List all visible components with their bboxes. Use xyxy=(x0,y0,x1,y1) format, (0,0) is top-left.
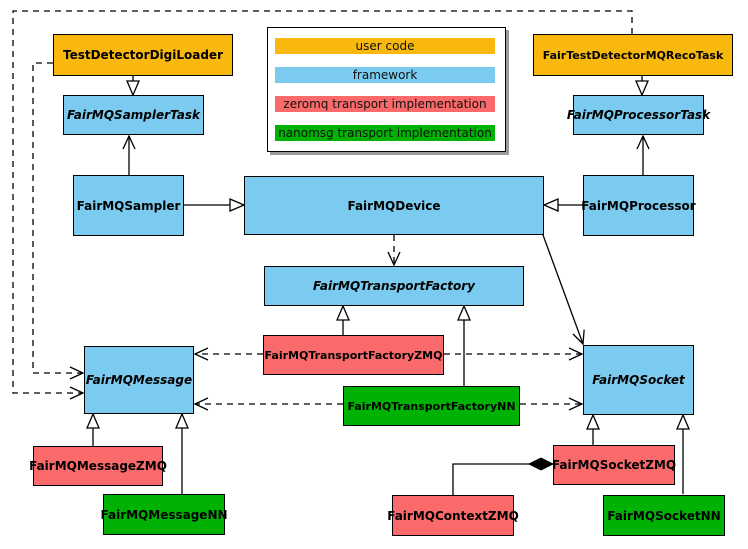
node-fairmqmessagenn: FairMQMessageNN xyxy=(100,494,228,535)
legend-label: zeromq transport implementation xyxy=(283,97,487,111)
node-fairmqmessagezmq: FairMQMessageZMQ xyxy=(29,446,167,486)
legend-label: nanomsg transport implementation xyxy=(278,126,492,140)
legend-box: user code framework zeromq transport imp… xyxy=(267,27,506,152)
node-fairmqcontextzmq: FairMQContextZMQ xyxy=(387,495,519,536)
legend-item-nanomsg: nanomsg transport implementation xyxy=(275,125,495,141)
node-fairmqtransportfactory: FairMQTransportFactory xyxy=(264,266,524,306)
node-fairmqsampler: FairMQSampler xyxy=(73,175,184,236)
node-fairmqsocketnn: FairMQSocketNN xyxy=(603,495,725,536)
node-fairmqsamplertask: FairMQSamplerTask xyxy=(63,95,204,135)
edge-contextzmq-composed-in-socketzmq xyxy=(452,457,555,495)
edge-digiloader-depends-message xyxy=(32,62,85,380)
node-fairmqdevice: FairMQDevice xyxy=(244,176,544,235)
node-fairtestdetectormqrecotask: FairTestDetectorMQRecoTask xyxy=(533,34,733,76)
edge-recotask-depends-message xyxy=(12,10,633,400)
node-fairmqsocket: FairMQSocket xyxy=(583,345,694,415)
node-fairmqprocessor: FairMQProcessor xyxy=(581,175,696,236)
legend-label: framework xyxy=(352,68,418,82)
legend-label: user code xyxy=(355,39,415,53)
node-fairmqsocketzmq: FairMQSocketZMQ xyxy=(552,445,676,485)
legend-item-user-code: user code xyxy=(275,38,495,54)
legend-item-framework: framework xyxy=(275,67,495,83)
node-fairmqtransportfactorynn: FairMQTransportFactoryNN xyxy=(343,386,520,426)
node-testdetectordigiloader: TestDetectorDigiLoader xyxy=(53,34,233,76)
node-fairmqprocessortask: FairMQProcessorTask xyxy=(567,95,710,135)
node-fairmqtransportfactoryzmq: FairMQTransportFactoryZMQ xyxy=(263,335,444,375)
edge-device-uses-socket xyxy=(542,234,585,346)
node-fairmqmessage: FairMQMessage xyxy=(84,346,194,414)
legend-item-zeromq: zeromq transport implementation xyxy=(275,96,495,112)
